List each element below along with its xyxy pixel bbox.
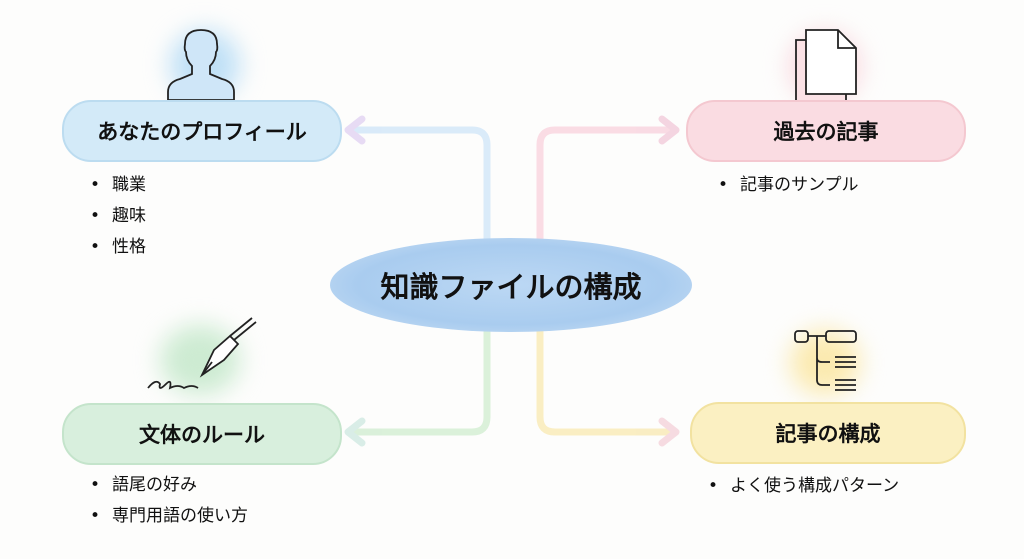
node-profile-label: あなたのプロフィール bbox=[97, 120, 307, 144]
connector-structure bbox=[536, 326, 676, 436]
node-structure-label: 記事の構成 bbox=[775, 422, 881, 446]
list-item: 語尾の好み bbox=[90, 470, 248, 501]
list-item: 性格 bbox=[90, 232, 146, 263]
node-style-label: 文体のルール bbox=[139, 423, 265, 447]
node-profile: あなたのプロフィール bbox=[62, 100, 342, 162]
arrowhead-style bbox=[344, 417, 366, 447]
node-style-rules: 文体のルール bbox=[62, 403, 342, 465]
fountain-pen-icon bbox=[147, 317, 257, 390]
connector-style bbox=[346, 326, 491, 436]
documents-icon bbox=[795, 29, 857, 103]
past-list: 記事のサンプル bbox=[718, 170, 859, 201]
list-item: 趣味 bbox=[90, 201, 146, 232]
style-list: 語尾の好み 専門用語の使い方 bbox=[90, 470, 248, 532]
person-icon bbox=[167, 29, 235, 101]
arrowhead-profile bbox=[344, 115, 366, 145]
arrowhead-structure bbox=[658, 417, 680, 447]
list-item: 記事のサンプル bbox=[718, 170, 859, 201]
structure-list: よく使う構成パターン bbox=[708, 471, 899, 502]
list-item: 職業 bbox=[90, 170, 146, 201]
node-past-articles: 過去の記事 bbox=[686, 100, 966, 162]
list-item: 専門用語の使い方 bbox=[90, 501, 248, 532]
central-topic-title: 知識ファイルの構成 bbox=[380, 270, 642, 304]
arrowhead-past bbox=[658, 115, 680, 145]
node-past-label: 過去の記事 bbox=[773, 120, 879, 144]
glow bbox=[160, 325, 240, 395]
connector-profile bbox=[346, 126, 491, 244]
node-article-structure: 記事の構成 bbox=[690, 402, 966, 464]
connector-past bbox=[536, 126, 676, 244]
central-topic: 知識ファイルの構成 bbox=[330, 238, 692, 332]
tree-structure-icon bbox=[794, 330, 857, 391]
profile-list: 職業 趣味 性格 bbox=[90, 170, 146, 263]
list-item: よく使う構成パターン bbox=[708, 471, 899, 502]
